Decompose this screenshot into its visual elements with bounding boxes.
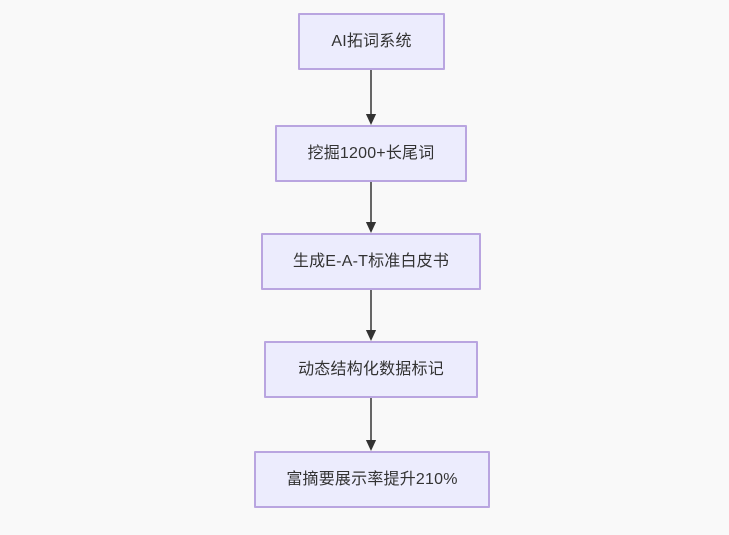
edge-node4-to-node5 — [365, 398, 377, 451]
edge-node1-to-node2 — [365, 70, 377, 125]
flow-node-eat-whitepaper[interactable]: 生成E-A-T标准白皮书 — [261, 233, 481, 290]
flow-node-label: 生成E-A-T标准白皮书 — [292, 252, 450, 270]
flow-node-longtail-keywords[interactable]: 挖掘1200+长尾词 — [275, 125, 467, 182]
edge-node2-to-node3 — [365, 182, 377, 233]
flow-node-label: 富摘要展示率提升210% — [286, 470, 458, 488]
flow-node-structured-data-markup[interactable]: 动态结构化数据标记 — [264, 341, 478, 398]
flow-node-rich-snippet-result[interactable]: 富摘要展示率提升210% — [254, 451, 490, 508]
flow-node-label: AI拓词系统 — [331, 32, 412, 50]
flow-node-label: 挖掘1200+长尾词 — [307, 144, 435, 162]
edge-node3-to-node4 — [365, 290, 377, 341]
flow-node-ai-keyword-system[interactable]: AI拓词系统 — [298, 13, 445, 70]
flow-node-label: 动态结构化数据标记 — [298, 360, 444, 378]
